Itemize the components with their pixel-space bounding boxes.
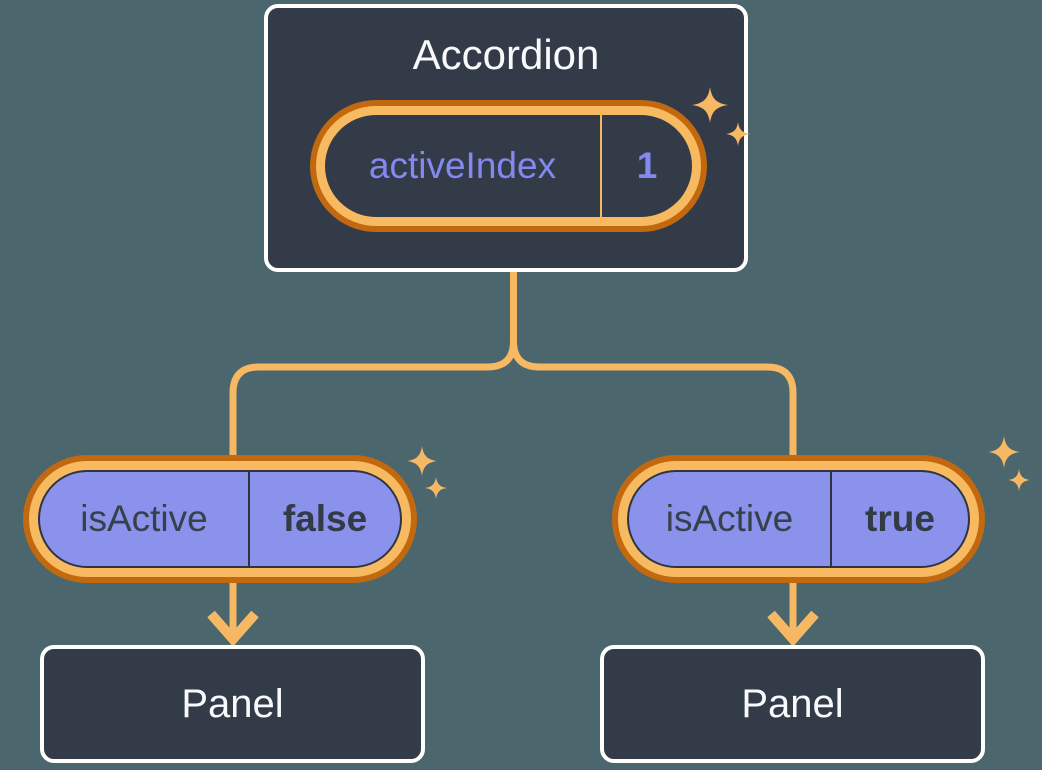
sparkle-icon [1008,469,1030,491]
prop-name: isActive [665,498,794,539]
panel-card-left: Panel [40,645,425,763]
accordion-title: Accordion [412,31,600,78]
sparkle-icon [407,446,437,476]
state-name: activeIndex [368,145,557,186]
arrowhead-left-icon [207,610,259,647]
prop-name: isActive [80,498,208,539]
prop-pill-isactive-true: isActive true [612,455,985,583]
pill-divider [248,472,250,566]
sparkle-icon [988,436,1020,468]
sparkle-icon [692,87,728,123]
panel-title: Panel [741,681,844,726]
pill-divider [830,472,832,566]
sparkle-icon [726,122,750,146]
panel-card-right: Panel [600,645,985,763]
panel-title: Panel [181,681,284,726]
arrowhead-right-icon [767,610,819,647]
state-pill-activeindex: activeIndex 1 [310,100,707,232]
sparkle-icon [425,477,447,499]
pill-divider [600,115,602,217]
prop-value: false [282,498,368,539]
state-value: 1 [636,145,658,186]
branch-line-right [510,268,797,641]
prop-pill-isactive-false: isActive false [23,455,417,583]
prop-value: true [865,498,935,539]
